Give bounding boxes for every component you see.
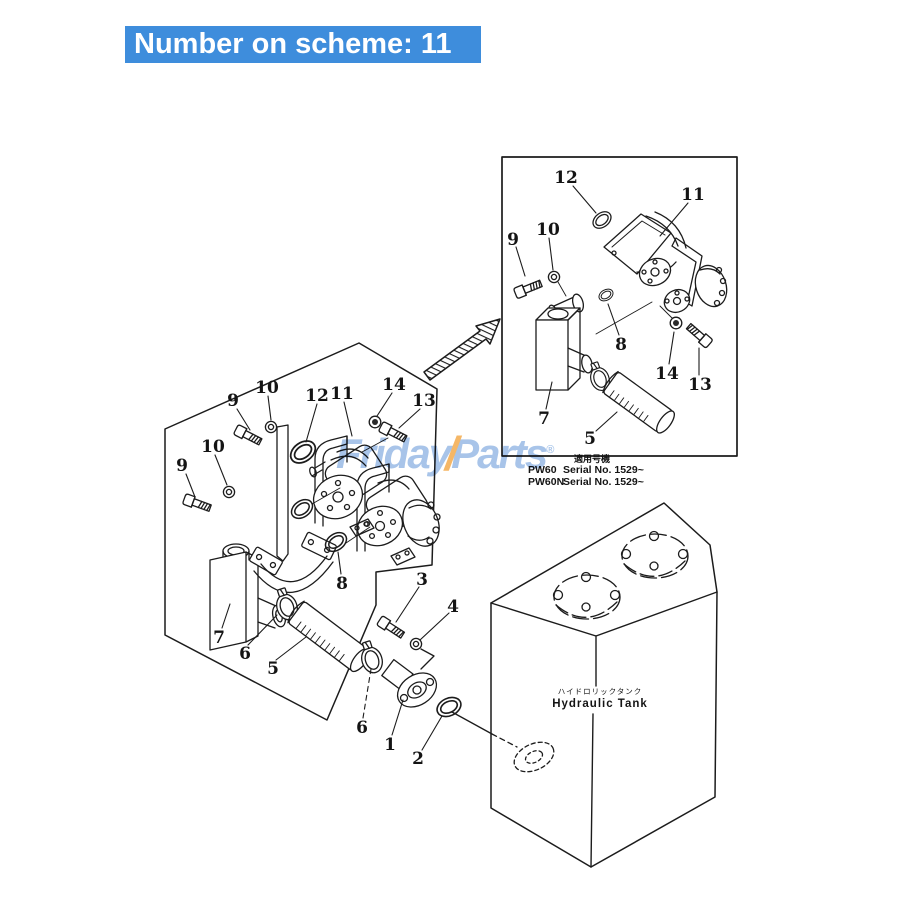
bolt-13-inset (684, 321, 714, 350)
callout-labels-main: 9 10 12 11 14 13 9 10 7 6 5 8 3 4 6 1 2 (176, 375, 459, 769)
callout-4: 4 (447, 597, 459, 617)
callout-11-main: 11 (330, 384, 354, 404)
hydraulic-tank (451, 502, 718, 868)
callout-10-left: 10 (201, 437, 225, 457)
callout-13-inset: 13 (688, 375, 712, 395)
bolt-3 (375, 614, 407, 641)
tank-label-japanese: ハイドロリックタンク (558, 687, 643, 696)
scheme-number-label: Number on scheme: 11 (134, 28, 452, 60)
elbow-manifold-main (209, 531, 337, 651)
tank-labels: ハイドロリックタンク Hydraulic Tank (552, 687, 648, 710)
hose-inset (602, 370, 675, 434)
inset-caption-model-2: PW60N (528, 476, 564, 488)
callout-7-main: 7 (213, 628, 225, 648)
inset-caption-title: 適用号機 (574, 453, 610, 464)
callout-5-inset: 5 (584, 429, 596, 449)
pump-assembly-inset (547, 207, 728, 335)
callout-9-inset: 9 (507, 230, 519, 250)
callout-14-main: 14 (382, 375, 406, 395)
elbow-manifold-inset (535, 307, 593, 391)
callout-14-inset: 14 (655, 364, 679, 384)
callout-11-inset: 11 (681, 185, 705, 205)
leader-lines-inset (515, 185, 700, 432)
inset-caption: 適用号機 PW60 Serial No. 1529~ PW60N Serial … (528, 453, 644, 488)
main-assembly-border (164, 342, 438, 721)
callout-8-main: 8 (336, 574, 348, 594)
inset-caption-serial-2: Serial No. 1529~ (563, 476, 644, 488)
callout-12-main: 12 (305, 386, 329, 406)
bolt-9-inset (512, 277, 544, 300)
washer-10-inset (547, 270, 561, 284)
callout-6-bottom: 6 (356, 718, 368, 738)
callout-9-top: 9 (227, 391, 239, 411)
hose-main (287, 600, 371, 673)
inset-caption-serial-1: Serial No. 1529~ (563, 464, 644, 476)
callout-1: 1 (384, 735, 396, 755)
pump-assembly-main (276, 424, 441, 566)
callout-9-left: 9 (176, 456, 188, 476)
bolt-9-left (181, 492, 213, 514)
washer-10-top (264, 420, 278, 434)
o-ring-main-a (287, 495, 317, 523)
hatched-arrow-icon (423, 318, 501, 381)
tank-label-english: Hydraulic Tank (552, 698, 648, 710)
leader-lines-main (185, 392, 450, 751)
callout-13-main: 13 (412, 391, 436, 411)
callout-2: 2 (412, 749, 424, 769)
callout-8-inset: 8 (615, 335, 627, 355)
inset-detail-box (501, 156, 738, 457)
washer-10-left (222, 485, 236, 499)
callout-labels-inset: 12 11 9 10 8 14 13 7 5 (507, 168, 712, 449)
callout-10-top: 10 (255, 378, 279, 398)
callout-12-inset: 12 (554, 168, 578, 188)
o-ring-8-inset (596, 286, 616, 304)
callout-6-main: 6 (239, 644, 251, 664)
tank-port-dashed (513, 741, 555, 773)
scheme-number-banner: Number on scheme: 11 (125, 26, 481, 63)
nut-14-main (368, 415, 382, 429)
callout-3: 3 (416, 570, 428, 590)
callout-7-inset: 7 (538, 409, 550, 429)
inset-caption-model-1: PW60 (528, 464, 557, 476)
nut-14-inset (669, 316, 683, 330)
flange-adapter (381, 658, 438, 708)
callout-5-main: 5 (267, 659, 279, 679)
callout-10-inset: 10 (536, 220, 560, 240)
